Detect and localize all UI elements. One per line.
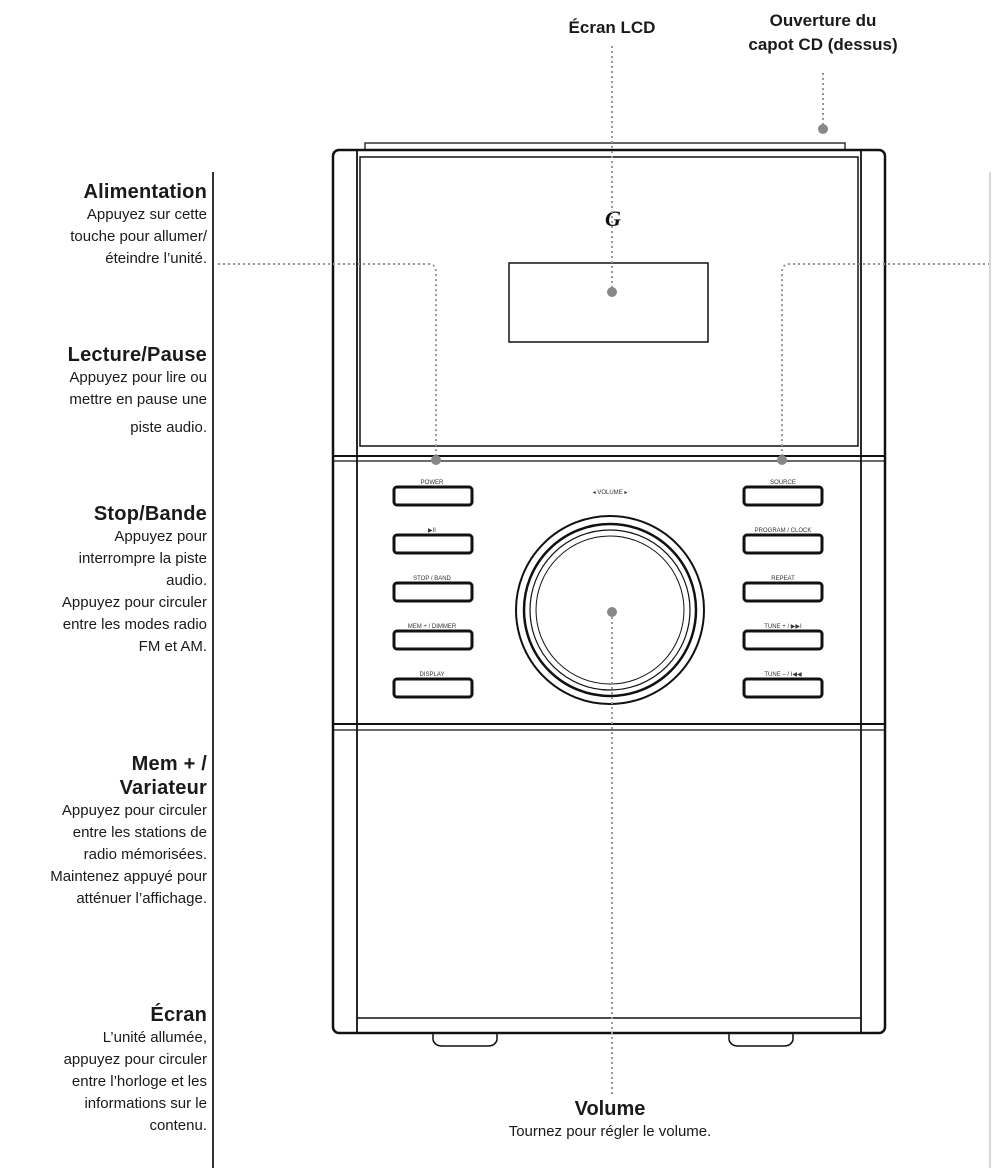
- display-button[interactable]: [392, 677, 474, 699]
- button-label-display: DISPLAY: [420, 672, 445, 678]
- note-play-pause: Lecture/Pause Appuyez pour lire ou mettr…: [0, 343, 207, 439]
- note-line: piste audio.: [130, 419, 207, 436]
- marker-dots: [431, 124, 828, 617]
- note-line: Maintenez appuyé pour: [50, 868, 207, 885]
- dot-power: [431, 455, 441, 465]
- note-line: interrompre la piste: [78, 550, 207, 567]
- display-panel: [359, 156, 859, 447]
- left-button-column: POWER ▶II STOP / BAND MEM + / DIMMER DIS…: [392, 480, 474, 699]
- note-title: Lecture/Pause: [67, 344, 207, 366]
- note-line: Appuyez pour circuler: [61, 594, 207, 611]
- tune-up-button[interactable]: [742, 629, 824, 651]
- note-power: Alimentation Appuyez sur cette touche po…: [0, 180, 207, 270]
- button-label-play-pause: ▶II: [428, 528, 436, 534]
- stop-band-button[interactable]: [392, 581, 474, 603]
- leader-lines: [218, 46, 990, 1096]
- note-line: contenu.: [149, 1117, 207, 1134]
- label-lcd: Écran LCD: [532, 16, 692, 40]
- note-title: Stop/Bande: [93, 503, 207, 525]
- note-desc: Appuyez sur cette touche pour allumer/ é…: [0, 204, 207, 270]
- note-line: L’unité allumée,: [102, 1029, 207, 1046]
- button-label-power: POWER: [421, 480, 444, 486]
- button-label-tune-up: TUNE + / ▶▶I: [764, 624, 802, 630]
- note-line: Appuyez pour: [114, 528, 207, 545]
- note-line: Appuyez pour circuler: [61, 802, 207, 819]
- dot-volume: [607, 607, 617, 617]
- right-button-column: SOURCE PROGRAM / CLOCK REPEAT TUNE + / ▶…: [742, 480, 824, 699]
- note-line: audio.: [166, 572, 207, 589]
- note-line: entre l’horloge et les: [71, 1073, 207, 1090]
- note-line: atténuer l’affichage.: [76, 890, 207, 907]
- note-line: entre les modes radio: [62, 616, 207, 633]
- label-volume: Volume Tournez pour régler le volume.: [430, 1097, 790, 1143]
- program-clock-button[interactable]: [742, 533, 824, 555]
- button-label-repeat: REPEAT: [771, 576, 795, 582]
- label-cd-door-line2: capot CD (dessus): [748, 35, 898, 54]
- note-line: radio mémorisées.: [83, 846, 207, 863]
- note-line: éteindre l’unité.: [105, 250, 207, 267]
- note-line: appuyez pour circuler: [63, 1051, 207, 1068]
- note-title: Alimentation: [83, 181, 207, 203]
- brand-logo: G: [605, 206, 621, 231]
- power-button[interactable]: [392, 485, 474, 507]
- note-desc: Appuyez pour lire ou mettre en pause une…: [0, 367, 207, 439]
- note-desc: L’unité allumée, appuyez pour circuler e…: [0, 1027, 207, 1137]
- button-label-source: SOURCE: [770, 480, 796, 486]
- play-pause-button[interactable]: [392, 533, 474, 555]
- label-cd-door: Ouverture du capot CD (dessus): [733, 9, 913, 57]
- tune-down-button[interactable]: [742, 677, 824, 699]
- note-desc: Appuyez pour interrompre la piste audio.…: [0, 526, 207, 658]
- lcd-screen: [508, 262, 709, 343]
- label-cd-door-line1: Ouverture du: [769, 11, 877, 30]
- note-line: Appuyez sur cette: [86, 206, 207, 223]
- note-line: touche pour allumer/: [70, 228, 207, 245]
- note-line: entre les stations de: [72, 824, 207, 841]
- note-title: Écran: [150, 1004, 207, 1026]
- button-label-program-clock: PROGRAM / CLOCK: [755, 528, 812, 534]
- dot-lcd: [607, 287, 617, 297]
- note-desc: Appuyez pour circuler entre les stations…: [0, 800, 207, 910]
- right-annotation-bar: [989, 172, 991, 1168]
- volume-knob[interactable]: [515, 515, 705, 705]
- volume-knob-label: ◂ VOLUME ▸: [593, 490, 628, 496]
- device-body: [331, 148, 887, 1035]
- note-line: mettre en pause une: [69, 391, 207, 408]
- source-button[interactable]: [742, 485, 824, 507]
- label-volume-desc: Tournez pour régler le volume.: [508, 1123, 712, 1140]
- left-annotation-bar: [212, 172, 214, 1168]
- leader-power: [218, 263, 437, 458]
- button-label-mem-dimmer: MEM + / DIMMER: [408, 624, 457, 630]
- foot-right: [728, 1033, 794, 1047]
- note-title: Mem + /: [131, 753, 207, 775]
- label-volume-title: Volume: [574, 1098, 646, 1120]
- foot-left: [432, 1033, 498, 1047]
- note-stop-band: Stop/Bande Appuyez pour interrompre la p…: [0, 502, 207, 658]
- dot-cd-door: [818, 124, 828, 134]
- button-label-stop-band: STOP / BAND: [413, 576, 451, 582]
- note-line: informations sur le: [84, 1095, 207, 1112]
- mem-dimmer-button[interactable]: [392, 629, 474, 651]
- leader-source: [781, 263, 990, 458]
- note-display: Écran L’unité allumée, appuyez pour circ…: [0, 1003, 207, 1137]
- note-line: Appuyez pour lire ou: [69, 369, 207, 386]
- note-title-line2: Variateur: [119, 777, 207, 799]
- dot-source: [777, 455, 787, 465]
- repeat-button[interactable]: [742, 581, 824, 603]
- button-label-tune-down: TUNE – / I◀◀: [764, 672, 802, 678]
- note-mem-dimmer: Mem + / Variateur Appuyez pour circuler …: [0, 752, 207, 910]
- note-line: FM et AM.: [138, 638, 207, 655]
- label-lcd-text: Écran LCD: [568, 18, 656, 37]
